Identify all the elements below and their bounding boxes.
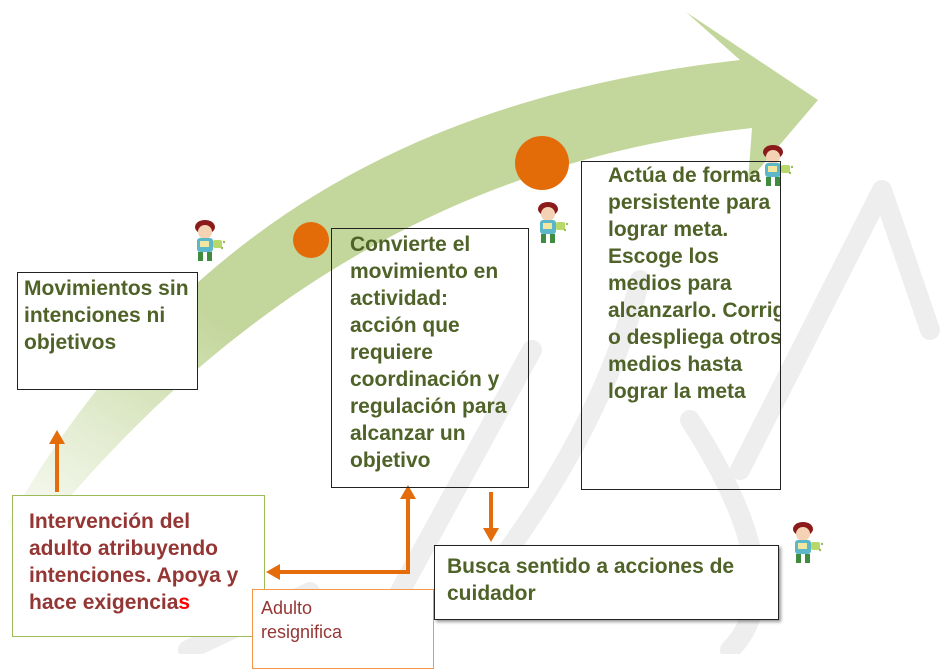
stage-box-3: Actúa de forma persistente para lograr m… <box>581 161 781 490</box>
child-figure-icon <box>538 202 569 243</box>
stage-text-4: Busca sentido a acciones de cuidador <box>447 555 735 605</box>
adult-intervention-box: Intervención del adulto atribuyendo inte… <box>12 495 265 637</box>
connector-arrows <box>49 430 499 580</box>
child-figure-icon <box>195 220 226 261</box>
stage-box-1: Movimientos sin intenciones ni objetivos <box>17 272 198 390</box>
stage-box-2: Convierte el movimiento en actividad: ac… <box>331 228 529 488</box>
adult-intervention-accent: s <box>178 591 191 614</box>
stage-text-1: Movimientos sin intenciones ni objetivos <box>24 277 189 354</box>
stage-dot-medium <box>293 222 329 258</box>
stage-box-4: Busca sentido a acciones de cuidador <box>434 545 779 620</box>
stage-dot-large <box>515 136 569 190</box>
adult-resignify-text: Adulto resignifica <box>261 598 343 642</box>
stage-text-3: Actúa de forma persistente para lograr m… <box>608 164 781 403</box>
adult-intervention-text: Intervención del adulto atribuyendo inte… <box>29 510 239 614</box>
stage-text-2: Convierte el movimiento en actividad: ac… <box>350 233 507 472</box>
adult-resignify-box: Adulto resignifica <box>252 589 434 669</box>
child-figure-icon <box>793 522 824 563</box>
progress-arrow <box>8 12 818 560</box>
